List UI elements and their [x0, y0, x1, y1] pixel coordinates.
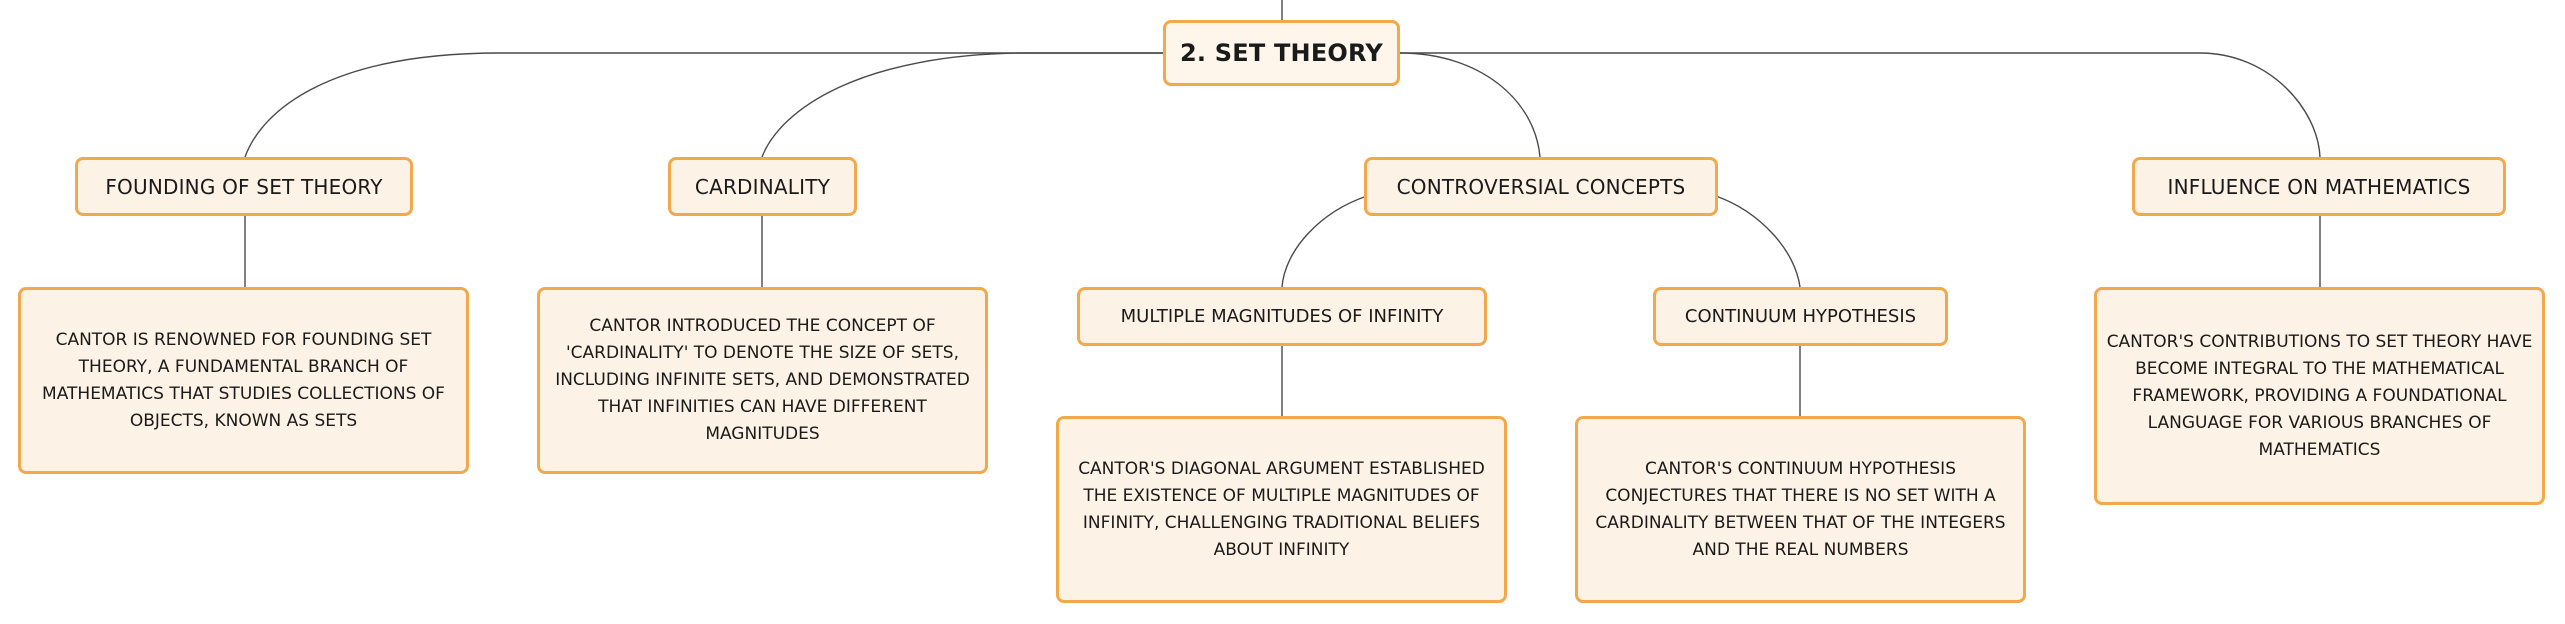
- description-text-cardinality: CANTOR INTRODUCED THE CONCEPT OF 'CARDIN…: [555, 316, 970, 444]
- subtopic-label-magnitudes: MULTIPLE MAGNITUDES OF INFINITY: [1120, 306, 1444, 327]
- topic-node-controversial[interactable]: CONTROVERSIAL CONCEPTS: [1364, 157, 1718, 216]
- topic-label-cardinality: CARDINALITY: [694, 174, 831, 199]
- connector-root-to-influence: [1400, 52, 2321, 158]
- description-text-influence: CANTOR'S CONTRIBUTIONS TO SET THEORY HAV…: [2106, 331, 2533, 460]
- description-node-cardinality[interactable]: CANTOR INTRODUCED THE CONCEPT OF 'CARDIN…: [537, 287, 988, 474]
- topic-node-influence[interactable]: INFLUENCE ON MATHEMATICS: [2132, 157, 2506, 216]
- topic-label-influence: INFLUENCE ON MATHEMATICS: [2167, 174, 2471, 199]
- description-text-founding: CANTOR IS RENOWNED FOR FOUNDING SET THEO…: [42, 329, 445, 431]
- description-node-magnitudes[interactable]: CANTOR'S DIAGONAL ARGUMENT ESTABLISHED T…: [1056, 416, 1507, 603]
- root-node[interactable]: 2. SET THEORY: [1163, 20, 1400, 86]
- connector-root-to-cardinality: [761, 52, 1163, 158]
- description-node-founding[interactable]: CANTOR IS RENOWNED FOR FOUNDING SET THEO…: [18, 287, 469, 474]
- connector-root-to-controversial: [1399, 52, 1541, 158]
- description-node-influence[interactable]: CANTOR'S CONTRIBUTIONS TO SET THEORY HAV…: [2094, 287, 2545, 505]
- subtopic-label-continuum: CONTINUUM HYPOTHESIS: [1684, 306, 1917, 327]
- connector-controversial-to-continuum: [1715, 195, 1801, 288]
- topic-node-cardinality[interactable]: CARDINALITY: [668, 157, 857, 216]
- connector-root-to-founding: [244, 52, 1163, 158]
- connector-controversial-to-magnitudes: [1281, 195, 1368, 288]
- description-text-magnitudes: CANTOR'S DIAGONAL ARGUMENT ESTABLISHED T…: [1078, 458, 1485, 560]
- description-text-continuum: CANTOR'S CONTINUUM HYPOTHESIS CONJECTURE…: [1595, 458, 2006, 560]
- topic-node-founding[interactable]: FOUNDING OF SET THEORY: [75, 157, 413, 216]
- subtopic-node-continuum[interactable]: CONTINUUM HYPOTHESIS: [1653, 287, 1948, 346]
- topic-label-founding: FOUNDING OF SET THEORY: [105, 174, 383, 199]
- root-node-label: 2. SET THEORY: [1180, 39, 1383, 67]
- topic-label-controversial: CONTROVERSIAL CONCEPTS: [1396, 174, 1686, 199]
- subtopic-node-magnitudes[interactable]: MULTIPLE MAGNITUDES OF INFINITY: [1077, 287, 1487, 346]
- description-node-continuum[interactable]: CANTOR'S CONTINUUM HYPOTHESIS CONJECTURE…: [1575, 416, 2026, 603]
